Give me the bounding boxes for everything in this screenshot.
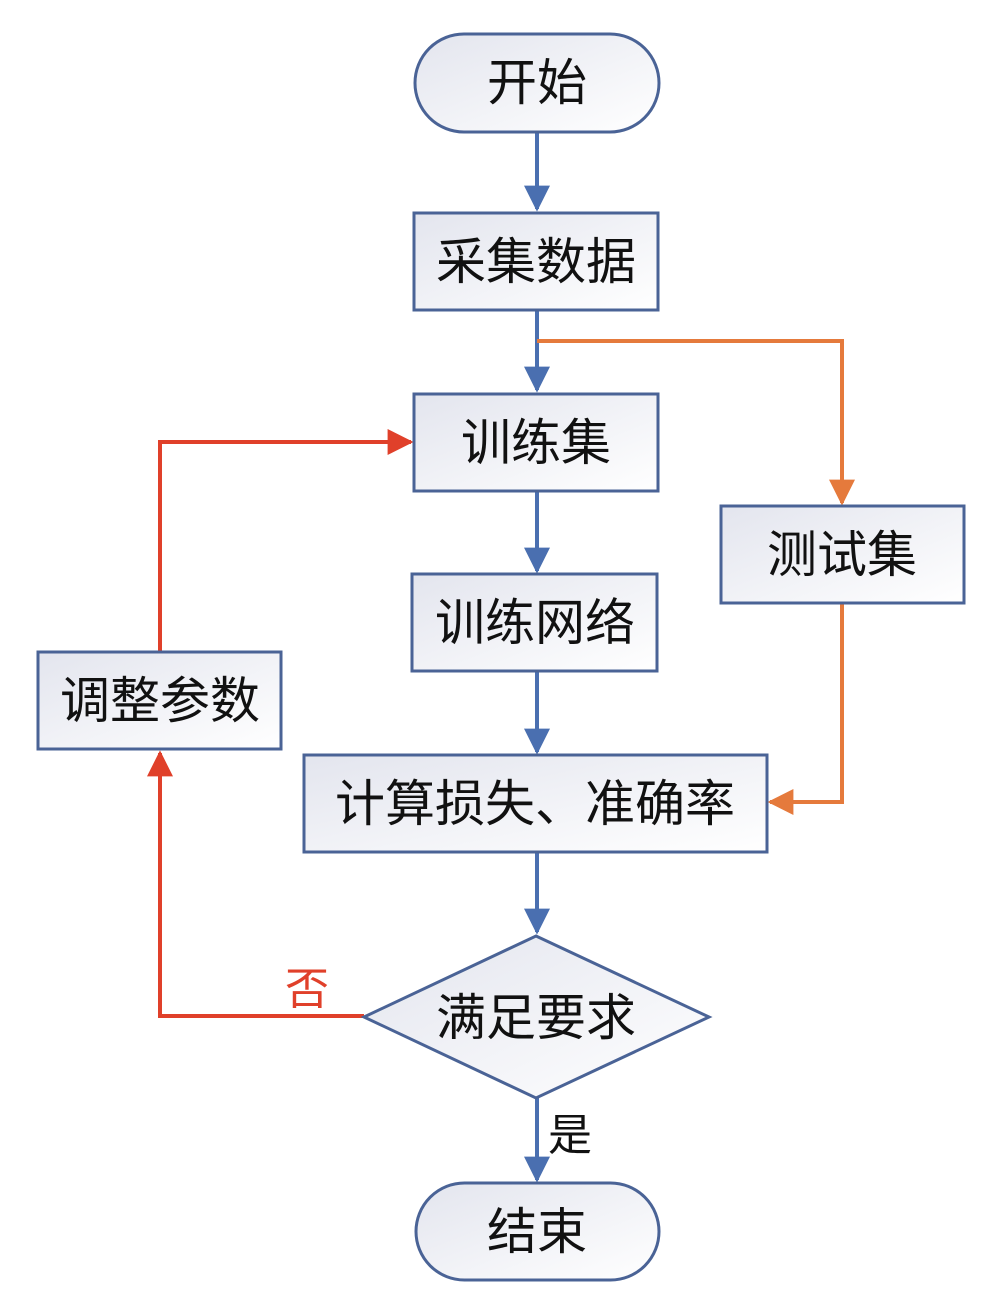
- node-collect-data: 采集数据: [412, 211, 660, 312]
- end-terminator-shape: [414, 1181, 661, 1282]
- edge-adjust-params-to-training-set: [158, 429, 414, 651]
- edge-test-set-to-compute-metrics: [767, 603, 844, 815]
- node-adjust-params: 调整参数: [36, 650, 283, 751]
- training-set-label: 训练集: [461, 414, 611, 472]
- train-network-label: 训练网络: [435, 594, 635, 652]
- node-test-set: 测试集: [719, 504, 966, 605]
- yes-label: 是: [548, 1110, 592, 1161]
- node-train-network: 训练网络: [410, 572, 659, 673]
- training-set-box: [412, 392, 660, 493]
- end-label: 结束: [487, 1203, 587, 1261]
- train-network-box: [410, 572, 659, 673]
- adjust-params-label: 调整参数: [60, 672, 260, 730]
- decision-diamond: [360, 934, 713, 1100]
- start-terminator-shape: [413, 32, 661, 134]
- node-compute-metrics: 计算损失、准确率: [302, 753, 769, 854]
- collect-data-box: [412, 211, 660, 312]
- test-set-box: [719, 504, 966, 605]
- collect-data-label: 采集数据: [436, 233, 636, 291]
- decision-label: 满足要求: [436, 989, 636, 1047]
- start-label: 开始: [487, 54, 587, 112]
- edges: [147, 133, 855, 1183]
- node-start: 开始: [413, 32, 661, 134]
- node-meets-requirement: 满足要求: [360, 934, 713, 1100]
- no-label: 否: [285, 964, 329, 1015]
- edge-collect-data-to-test-set: [537, 339, 855, 506]
- compute-metrics-label: 计算损失、准确率: [335, 775, 735, 833]
- compute-metrics-box: [302, 753, 769, 854]
- test-set-label: 测试集: [767, 526, 917, 584]
- edge-decision-to-adjust-params: [147, 750, 364, 1018]
- node-end: 结束: [414, 1181, 661, 1282]
- adjust-params-box: [36, 650, 283, 751]
- node-training-set: 训练集: [412, 392, 660, 493]
